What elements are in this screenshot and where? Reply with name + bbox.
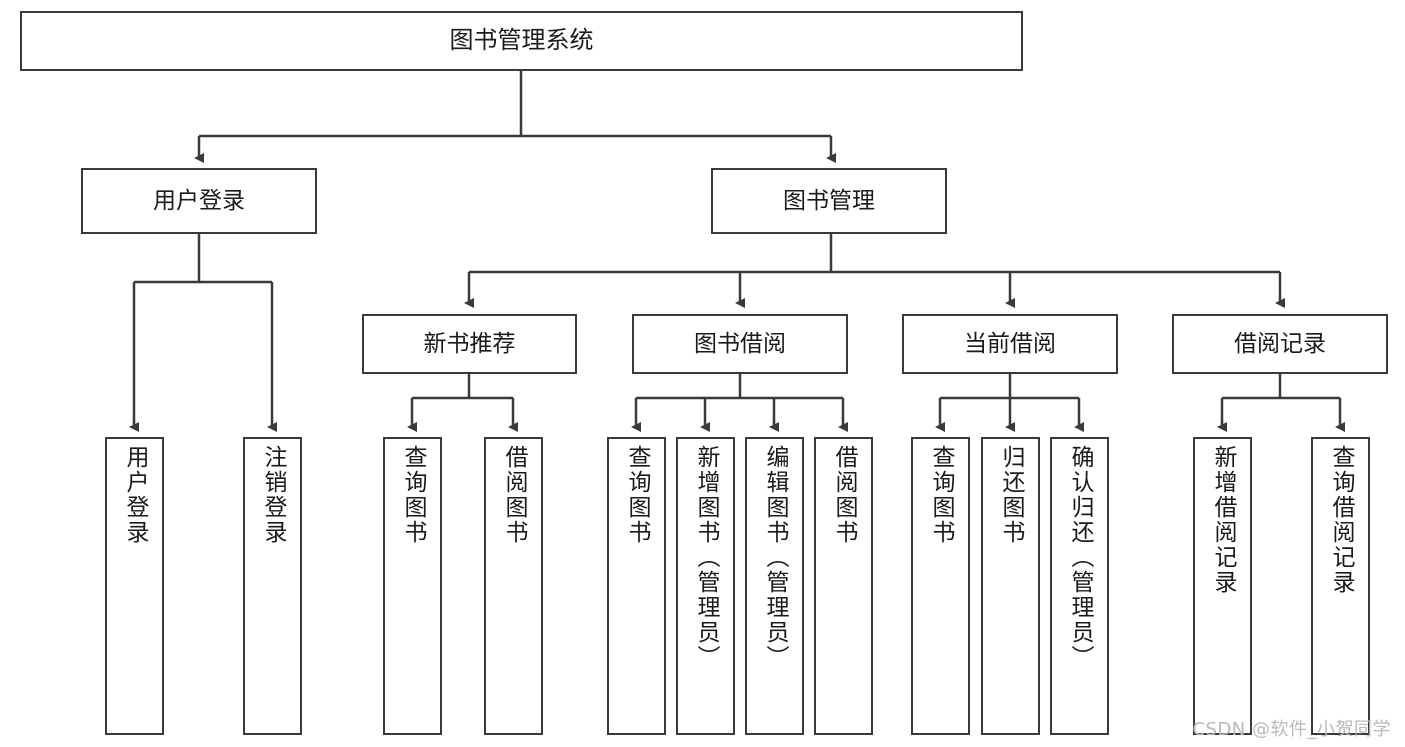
leaf-query-book-2-label: 查询图书 — [624, 445, 650, 545]
leaf-logout[interactable]: 注销登录 — [243, 437, 302, 735]
leaf-user-login[interactable]: 用户登录 — [105, 437, 164, 735]
leaf-query-book-2[interactable]: 查询图书 — [607, 437, 666, 735]
leaf-query-book-1-label: 查询图书 — [400, 445, 426, 545]
leaf-edit-book-admin[interactable]: 编辑图书（管理员） — [745, 437, 804, 735]
node-book-borrow[interactable]: 图书借阅 — [632, 314, 848, 374]
node-user-login-label: 用户登录 — [153, 187, 245, 214]
node-user-login[interactable]: 用户登录 — [81, 168, 317, 234]
leaf-add-borrow-record[interactable]: 新增借阅记录 — [1193, 437, 1252, 735]
node-root[interactable]: 图书管理系统 — [20, 11, 1023, 71]
node-book-management[interactable]: 图书管理 — [711, 168, 947, 234]
leaf-query-borrow-record-label: 查询借阅记录 — [1328, 445, 1354, 595]
leaf-add-book-admin-label: 新增图书（管理员） — [693, 445, 719, 670]
node-borrow-records[interactable]: 借阅记录 — [1172, 314, 1388, 374]
node-current-borrow-label: 当前借阅 — [964, 330, 1056, 357]
leaf-borrow-book-2-label: 借阅图书 — [831, 445, 857, 545]
node-borrow-records-label: 借阅记录 — [1234, 330, 1326, 357]
node-new-book-recommend-label: 新书推荐 — [423, 330, 516, 357]
leaf-borrow-book-1-label: 借阅图书 — [501, 445, 527, 545]
node-book-borrow-label: 图书借阅 — [694, 330, 786, 357]
leaf-confirm-return-admin-label: 确认归还（管理员） — [1067, 445, 1093, 670]
leaf-query-borrow-record[interactable]: 查询借阅记录 — [1311, 437, 1370, 735]
leaf-borrow-book-1[interactable]: 借阅图书 — [484, 437, 543, 735]
leaf-logout-label: 注销登录 — [260, 445, 286, 545]
node-current-borrow[interactable]: 当前借阅 — [902, 314, 1118, 374]
leaf-query-book-3-label: 查询图书 — [928, 445, 954, 545]
leaf-return-book[interactable]: 归还图书 — [981, 437, 1040, 735]
node-root-label: 图书管理系统 — [449, 26, 594, 55]
leaf-query-book-1[interactable]: 查询图书 — [383, 437, 442, 735]
watermark: CSDN @软件_小贺同学 — [1192, 719, 1391, 740]
leaf-return-book-label: 归还图书 — [998, 445, 1024, 545]
leaf-query-book-3[interactable]: 查询图书 — [911, 437, 970, 735]
leaf-borrow-book-2[interactable]: 借阅图书 — [814, 437, 873, 735]
leaf-user-login-label: 用户登录 — [122, 445, 148, 545]
leaf-add-book-admin[interactable]: 新增图书（管理员） — [676, 437, 735, 735]
leaf-confirm-return-admin[interactable]: 确认归还（管理员） — [1050, 437, 1109, 735]
leaf-edit-book-admin-label: 编辑图书（管理员） — [762, 445, 788, 670]
leaf-add-borrow-record-label: 新增借阅记录 — [1210, 445, 1236, 595]
node-book-management-label: 图书管理 — [783, 187, 875, 214]
node-new-book-recommend[interactable]: 新书推荐 — [362, 314, 577, 374]
